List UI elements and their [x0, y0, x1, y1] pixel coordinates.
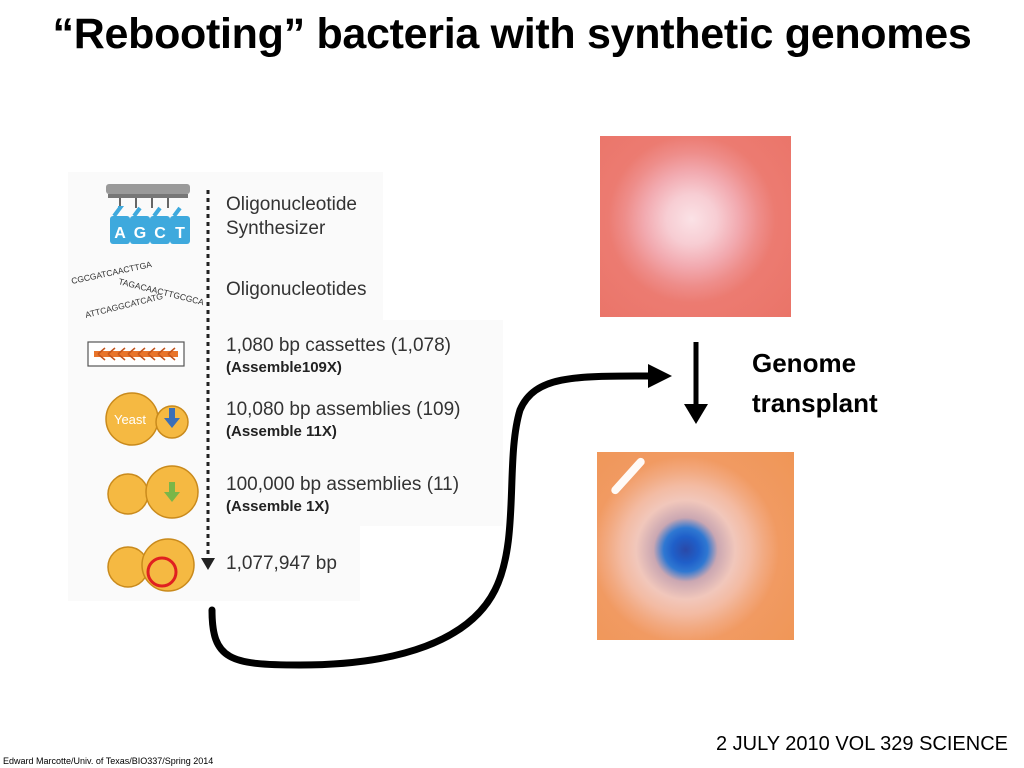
vial-g-icon: [130, 216, 150, 244]
colony-photo-top: [600, 136, 791, 317]
step-100k-assemblies: 100,000 bp assemblies (11) (Assemble 1X): [226, 473, 459, 517]
genome-label-line1: Genome: [752, 348, 857, 378]
yeast-cell-icon: [107, 465, 199, 519]
step-oligonucleotides: Oligonucleotides: [226, 278, 366, 302]
slide-credit: Edward Marcotte/Univ. of Texas/BIO337/Sp…: [3, 756, 214, 766]
vial-t-icon: [170, 216, 190, 244]
genome-transplant-label: Genome transplant: [752, 343, 878, 423]
vial-a-icon: [110, 216, 130, 244]
green-arrow-icon: [164, 482, 180, 502]
yeast-label: Yeast: [114, 412, 146, 427]
step-title: 1,077,947 bp: [226, 553, 337, 574]
step-subtitle: (Assemble109X): [226, 359, 342, 376]
step-title: 10,080 bp assemblies (109): [226, 399, 461, 420]
vial-letter: G: [134, 225, 146, 242]
genome-label-line2: transplant: [752, 388, 878, 418]
colony-photo-bottom: [597, 452, 794, 640]
yeast-cell-icon: Yeast: [105, 392, 189, 446]
step-10k-assemblies: 10,080 bp assemblies (109) (Assemble 11X…: [226, 398, 460, 442]
step-title: 100,000 bp assemblies (11): [226, 474, 460, 495]
cassette-icon: [87, 341, 185, 367]
blue-arrow-icon: [164, 408, 180, 428]
synthetic-genome-icon: [146, 556, 178, 588]
vial-letter: T: [175, 225, 185, 242]
vial-c-icon: [150, 216, 170, 244]
slide-title: “Rebooting” bacteria with synthetic geno…: [52, 10, 972, 58]
step-title-line2: Synthesizer: [226, 218, 326, 239]
step-title: Oligonucleotides: [226, 279, 367, 300]
transfer-arrowhead: [648, 364, 672, 388]
step-title: Oligonucleotide: [226, 194, 357, 215]
vial-letter: C: [154, 225, 166, 242]
yeast-with-genome-icon: [107, 538, 195, 592]
step-title: 1,080 bp cassettes (1,078): [226, 335, 451, 356]
vial-letter: A: [114, 225, 126, 242]
transplant-arrowhead: [684, 404, 708, 424]
journal-citation: 2 JULY 2010 VOL 329 SCIENCE: [715, 733, 1008, 755]
step-subtitle: (Assemble 1X): [226, 498, 330, 515]
process-arrowhead: [201, 558, 215, 570]
synthesizer-icon: [106, 184, 190, 208]
step-cassettes: 1,080 bp cassettes (1,078) (Assemble109X…: [226, 334, 451, 378]
step-synthesizer: Oligonucleotide Synthesizer: [226, 193, 357, 241]
step-subtitle: (Assemble 11X): [226, 423, 337, 440]
assembly-diagram: A G C T CGCGATCAACTTGA TAGACAACTTGCGCA A…: [70, 184, 215, 592]
genome-assembly-figure: A G C T CGCGATCAACTTGA TAGACAACTTGCGCA A…: [68, 172, 503, 602]
transfer-curve-arrow: [208, 372, 659, 669]
step-full-genome: 1,077,947 bp: [226, 552, 337, 576]
